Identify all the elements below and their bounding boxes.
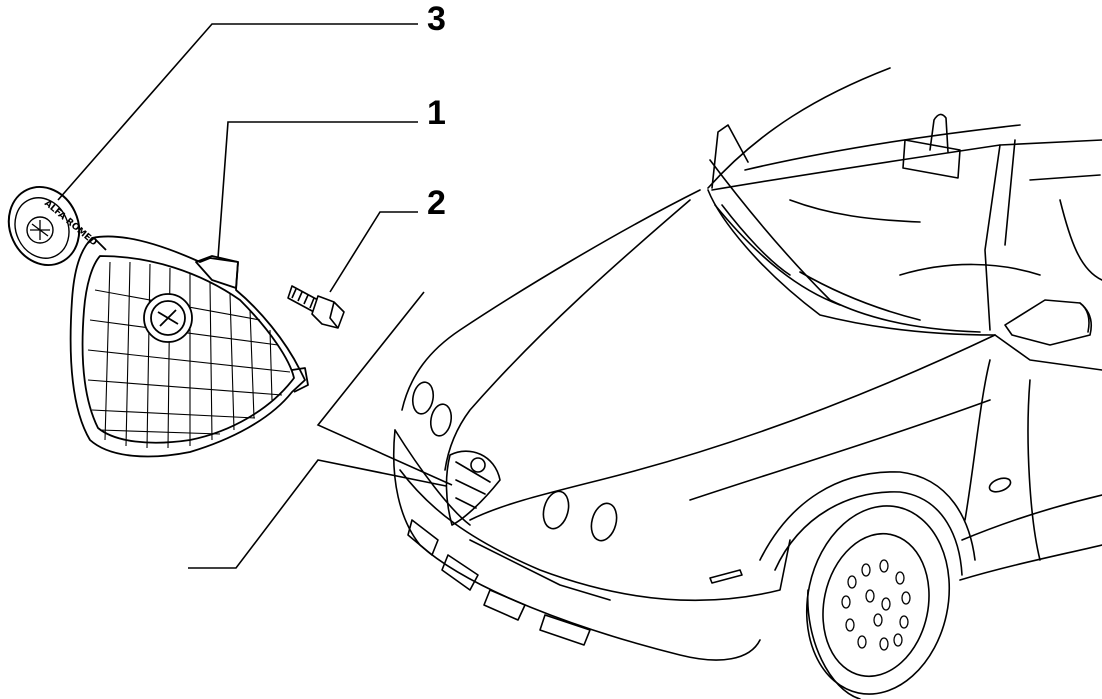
rearview-mirror bbox=[903, 140, 960, 178]
leader-line-2 bbox=[330, 212, 418, 292]
screw-part bbox=[288, 286, 344, 328]
emblem-part: ALFA ROMEO bbox=[0, 175, 99, 276]
leader-line-car-a bbox=[318, 292, 452, 485]
leader-line-car-b bbox=[188, 460, 446, 568]
car-grille-outline bbox=[446, 451, 500, 525]
side-mirror bbox=[1005, 300, 1091, 345]
car-body bbox=[394, 68, 1102, 699]
leader-lines bbox=[58, 24, 452, 568]
leader-line-3 bbox=[58, 24, 418, 200]
callout-number-1: 1 bbox=[427, 94, 446, 132]
callout-number-2: 2 bbox=[427, 184, 446, 222]
leader-line-1 bbox=[218, 122, 418, 258]
wheel-holes bbox=[842, 560, 910, 650]
grille-part bbox=[71, 236, 308, 456]
front-wheel bbox=[790, 493, 966, 699]
callout-number-3: 3 bbox=[427, 0, 446, 38]
